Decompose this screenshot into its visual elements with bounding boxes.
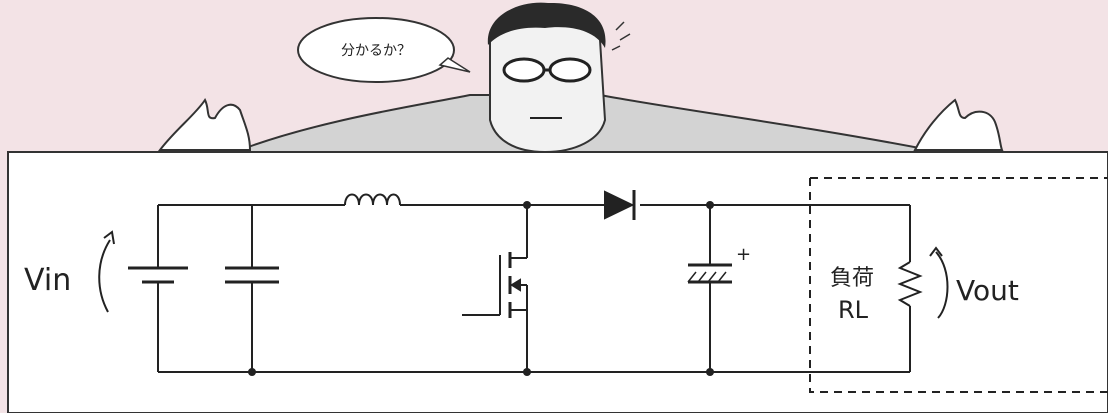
load-dashed-box xyxy=(809,177,1108,393)
vout-arrowhead-icon xyxy=(929,246,943,257)
cout-polarity-label: + xyxy=(736,244,751,265)
load-label: 負荷 xyxy=(830,266,874,291)
hair xyxy=(487,2,606,48)
vin-label: Vin xyxy=(24,263,71,298)
vout-arrow-curve xyxy=(935,251,949,319)
head xyxy=(489,14,607,154)
inductor-symbol xyxy=(344,193,401,206)
sweat-marks-icon xyxy=(611,21,631,51)
speech-bubble-text: 分かるか？ xyxy=(341,43,411,59)
board xyxy=(7,151,1108,413)
junction-dots xyxy=(248,201,714,376)
cout-hatching xyxy=(687,271,727,283)
junction-dot xyxy=(523,201,531,209)
resistor-zigzag xyxy=(897,261,923,307)
speech-bubble: 分かるか？ xyxy=(297,17,471,83)
mosfet-arrow-icon xyxy=(510,278,521,292)
junction-dot xyxy=(706,201,714,209)
vin-arrow-curve xyxy=(98,239,111,313)
character xyxy=(157,2,1004,161)
junction-dot xyxy=(523,368,531,376)
junction-dot xyxy=(706,368,714,376)
load-resistor-label: RL xyxy=(838,296,869,324)
vin-arrowhead-icon xyxy=(103,230,115,245)
vout-label: Vout xyxy=(956,274,1019,307)
glasses xyxy=(502,57,592,83)
right-hand xyxy=(913,98,1004,151)
left-hand xyxy=(157,98,252,151)
circuit xyxy=(98,177,1108,393)
junction-dot xyxy=(248,368,256,376)
diode-triangle xyxy=(604,190,635,220)
